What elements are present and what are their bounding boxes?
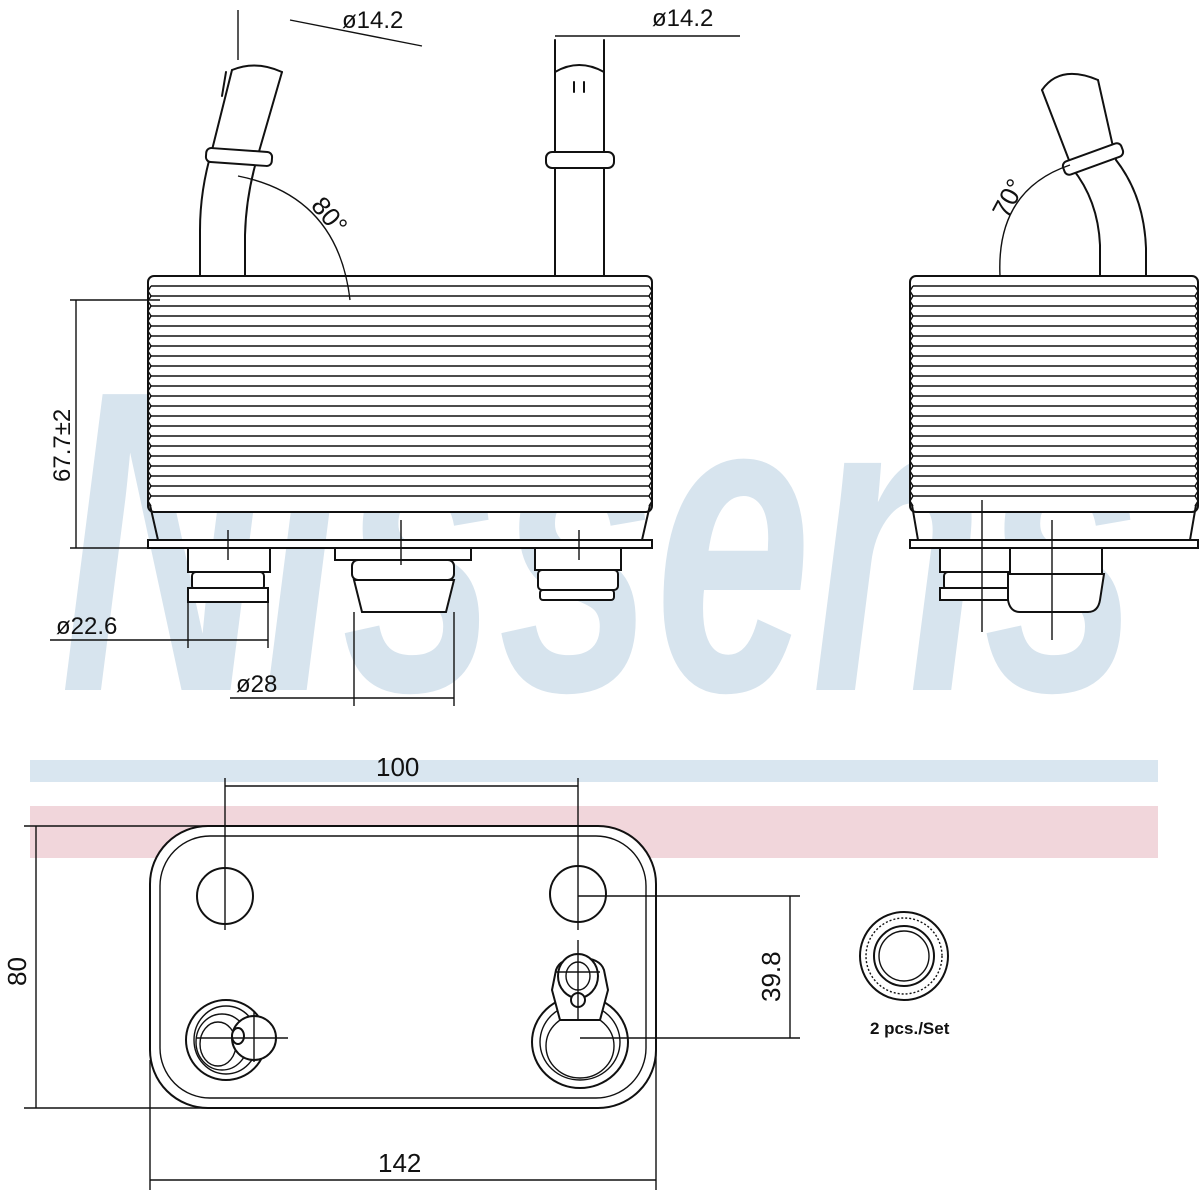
fin-notch (147, 315, 653, 327)
fin-notch (909, 285, 1199, 297)
fin-notch (147, 455, 653, 467)
dim-pipe-left: ø14.2 (237, 7, 423, 60)
fin-notch (909, 315, 1199, 327)
port-left (187, 530, 271, 603)
fin-notch (909, 355, 1199, 367)
fitting-right (531, 940, 629, 1089)
fin-notch (147, 415, 653, 427)
seal-ring: 2 pcs./Set (859, 911, 950, 1038)
fin-notch (147, 395, 653, 407)
fin-notch (909, 445, 1199, 457)
fin-notch (147, 445, 653, 457)
fin-notch (147, 435, 653, 447)
dim-port-large-label: ø28 (236, 671, 277, 698)
fin-notch (147, 405, 653, 417)
fin-notch (147, 465, 653, 477)
dim-angle-side: 70° (986, 164, 1071, 277)
fin-notch (147, 385, 653, 397)
fin-notch (909, 455, 1199, 467)
top-view: 100 39.8 80 142 (2, 752, 800, 1190)
fin-notch (909, 435, 1199, 447)
blue-stripe (30, 760, 1158, 782)
fin-notch (147, 295, 653, 307)
front-base-plate (147, 539, 653, 549)
side-pipe (1041, 73, 1147, 300)
fin-notch (147, 365, 653, 377)
side-core (909, 275, 1199, 513)
fin-notch (909, 375, 1199, 387)
fitting-left (185, 999, 288, 1081)
dim-hole-spacing-label: 100 (376, 752, 419, 782)
fin-notch (147, 375, 653, 387)
port-right (534, 530, 622, 601)
fin-notch (909, 395, 1199, 407)
dim-body-height: 67.7±2 (49, 299, 160, 549)
dim-length: 142 (149, 1040, 657, 1190)
dim-angle-front-label: 80° (305, 191, 353, 240)
dim-hole-spacing: 100 (224, 752, 579, 930)
fin-notch (909, 305, 1199, 317)
fin-notch (909, 405, 1199, 417)
fin-notch (147, 305, 653, 317)
fin-notch (147, 285, 653, 297)
port-center (334, 520, 472, 613)
dim-angle-side-label: 70° (986, 174, 1031, 223)
dim-width: 80 (2, 825, 420, 1109)
fin-notch (147, 425, 653, 437)
dim-pipe-right-label: ø14.2 (652, 5, 713, 32)
fin-notch (909, 325, 1199, 337)
fin-notch (909, 475, 1199, 487)
dim-port-large: ø28 (230, 612, 455, 706)
front-view: ø14.2 ø14.2 80° 67.7±2 ø22.6 ø28 (49, 5, 740, 706)
fin-notch (909, 345, 1199, 357)
dim-port-offset: 39.8 (578, 895, 800, 1039)
dim-port-offset-label: 39.8 (756, 951, 786, 1002)
fin-notch (147, 355, 653, 367)
dim-port-small: ø22.6 (50, 602, 269, 648)
fin-notch (147, 335, 653, 347)
fin-notch (147, 475, 653, 487)
right-pipe (545, 39, 615, 279)
dim-port-small-label: ø22.6 (56, 613, 117, 640)
fin-notch (147, 345, 653, 357)
dim-pipe-right: ø14.2 (555, 5, 740, 37)
side-fins (909, 285, 1199, 507)
seal-note: 2 pcs./Set (870, 1019, 950, 1038)
dim-length-label: 142 (378, 1148, 421, 1178)
dim-width-label: 80 (2, 957, 32, 986)
fin-notch (909, 465, 1199, 477)
front-core (147, 275, 653, 513)
fin-notch (909, 335, 1199, 347)
dim-body-height-label: 67.7±2 (49, 409, 76, 482)
fin-notch (909, 415, 1199, 427)
top-plate-inner (159, 835, 647, 1099)
fin-notch (909, 385, 1199, 397)
fin-notch (909, 425, 1199, 437)
side-view: 70° (909, 73, 1199, 640)
fin-notch (909, 485, 1199, 497)
fin-notch (147, 325, 653, 337)
fin-notch (909, 365, 1199, 377)
left-pipe (199, 64, 283, 325)
side-base-plate (909, 539, 1199, 549)
fin-notch (909, 295, 1199, 307)
dim-pipe-left-label: ø14.2 (342, 7, 403, 34)
side-ports (939, 500, 1106, 640)
fin-notch (147, 485, 653, 497)
